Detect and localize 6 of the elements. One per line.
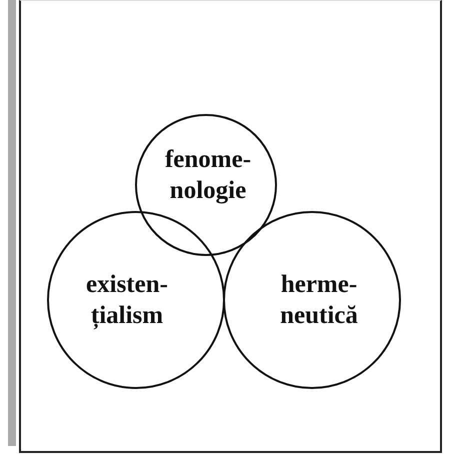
- circle-label: herme- neutică: [279, 270, 359, 331]
- venn-circle: [135, 114, 277, 256]
- venn-circle: [47, 211, 225, 389]
- venn-circle: [223, 211, 401, 389]
- circle-label: existen- țialism: [85, 270, 169, 331]
- circle-label: fenome- nologie: [164, 145, 252, 206]
